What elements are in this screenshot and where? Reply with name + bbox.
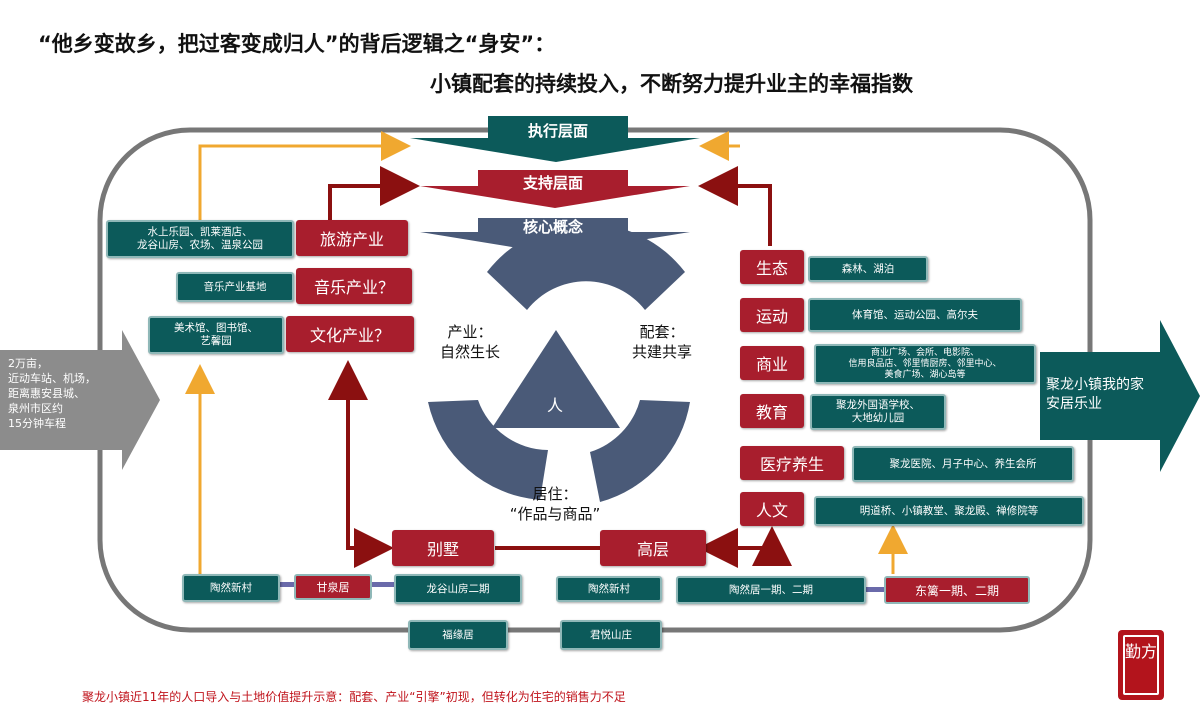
title-line-1: “他乡变故乡，把过客变成归人”的背后逻辑之“身安”： — [38, 32, 556, 56]
highrise-box: 高层 — [600, 530, 706, 566]
ecology-box: 生态 — [740, 250, 804, 284]
footer-caption: 聚龙小镇近11年的人口导入与土地价值提升示意：配套、产业“引擎”初现，但转化为住… — [82, 690, 626, 704]
donut-segment-top — [487, 223, 685, 310]
left-arrow-text: 2万亩， 近动车站、机场， 距离惠安县城、 泉州市区约 15分钟车程 — [8, 357, 96, 430]
red-arrow-eco-to-support — [698, 166, 772, 246]
music-detail-box: 音乐产业基地 — [176, 272, 294, 302]
red-arrow-highrise-humanity — [712, 526, 792, 566]
support-banner-shape — [420, 170, 690, 208]
education-box: 教育 — [740, 394, 804, 428]
project-fuyuan: 福缘居 — [408, 620, 508, 650]
right-arrow-text: 聚龙小镇我的家 安居乐业 — [1046, 377, 1144, 412]
orange-arrow-left-up — [198, 131, 411, 230]
left-gray-arrow — [0, 330, 160, 470]
commerce-box: 商业 — [740, 346, 804, 380]
project-longgu-phase2: 龙谷山房二期 — [394, 574, 522, 604]
project-ganquan: 甘泉居 — [294, 574, 372, 600]
donut-segment-left — [428, 400, 548, 500]
core-concept-label: 核心概念 — [522, 218, 583, 236]
humanities-box: 人文 — [740, 492, 804, 526]
tourism-industry-box: 旅游产业 — [296, 220, 408, 256]
culture-detail-box: 美术馆、图书馆、艺馨园 — [148, 316, 284, 354]
donut-segment-right — [590, 400, 690, 502]
project-dongyun: 东篱一期、二期 — [884, 576, 1030, 604]
person-triangle — [492, 330, 620, 428]
person-label: 人 — [546, 396, 563, 415]
seal-text: 勤方 — [1123, 635, 1159, 695]
project-taoran-village-right: 陶然新村 — [556, 576, 662, 602]
healthcare-box: 医疗养生 — [740, 446, 844, 480]
living-label: 居住：“作品与商品” — [509, 485, 601, 523]
tourism-detail-box: 水上乐园、凯莱酒店、龙谷山房、农场、温泉公园 — [106, 220, 294, 258]
music-industry-box: 音乐产业？ — [296, 268, 412, 304]
project-junyue: 君悦山庄 — [560, 620, 662, 650]
facilities-label: 配套：共建共享 — [631, 323, 692, 361]
sports-box: 运动 — [740, 298, 804, 332]
sports-detail-box: 体育馆、运动公园、高尔夫 — [808, 298, 1022, 332]
right-teal-arrow — [1040, 320, 1200, 472]
execution-level-label: 执行层面 — [527, 122, 588, 140]
project-taoran-phase: 陶然居一期、二期 — [676, 576, 866, 604]
seal-logo: 勤方 — [1118, 630, 1164, 700]
red-arrow-tourism-to-support — [328, 166, 420, 236]
support-level-label: 支持层面 — [522, 174, 583, 192]
industry-label: 产业：自然生长 — [439, 323, 500, 361]
title-line-2: 小镇配套的持续投入，不断努力提升业主的幸福指数 — [430, 72, 913, 96]
red-arrow-culture-villa — [346, 372, 394, 568]
humanities-detail-box: 明道桥、小镇教堂、聚龙殿、禅修院等 — [814, 496, 1084, 526]
culture-industry-box: 文化产业？ — [286, 316, 414, 352]
ecology-detail-box: 森林、湖泊 — [808, 256, 928, 282]
education-detail-box: 聚龙外国语学校、大地幼儿园 — [810, 394, 946, 430]
commerce-detail-box: 商业广场、会所、电影院、信用良品店、邻里情厨房、邻里中心、美食广场、湖心岛等 — [814, 344, 1036, 384]
healthcare-detail-box: 聚龙医院、月子中心、养生会所 — [852, 446, 1074, 482]
project-taoran-village-left: 陶然新村 — [182, 574, 280, 602]
villa-box: 别墅 — [392, 530, 494, 566]
